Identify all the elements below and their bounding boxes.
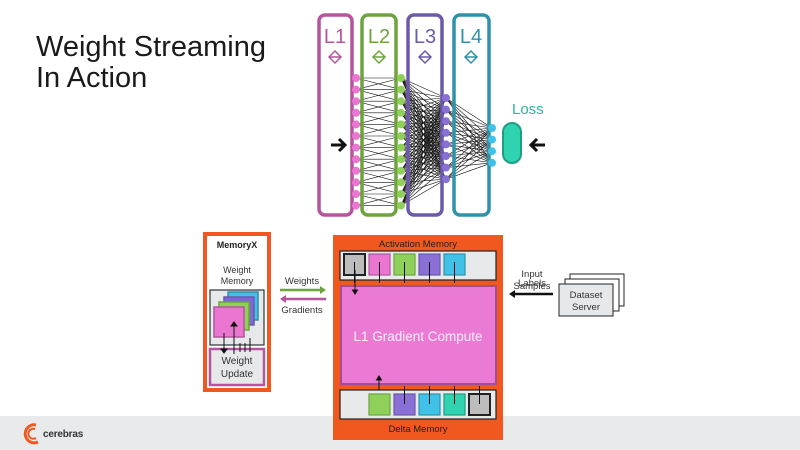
layer-l2-label: L2 — [368, 26, 390, 48]
neuron-node-l3 — [442, 163, 450, 172]
neuron-node-l2 — [397, 201, 405, 210]
neuron-node-l1 — [352, 190, 360, 198]
loss-arrow-icon — [528, 137, 545, 153]
layer-l3-box — [406, 13, 444, 217]
activation-memory-tiles — [343, 253, 466, 283]
samples-label: Samples — [514, 281, 551, 292]
neuron-node-l2 — [397, 178, 405, 187]
neuron-node-l3 — [442, 140, 450, 149]
layer-l3-diamond-icon — [417, 49, 433, 65]
neuron-node-l1 — [352, 74, 360, 82]
neuron-node-l2 — [397, 74, 405, 82]
neuron-node-l3 — [442, 105, 450, 114]
loss-label: Loss — [512, 101, 544, 118]
neuron-node-l1 — [352, 166, 360, 175]
neuron-node-l2 — [397, 190, 405, 198]
cerebras-logo-icon — [23, 423, 39, 445]
neuron-node-l2 — [397, 120, 405, 129]
gradients-arrow-icon — [280, 295, 326, 303]
layer-l1-diamond-icon — [327, 49, 343, 65]
dataset-server-box — [558, 283, 614, 317]
dataset-arrow-icon — [509, 290, 553, 298]
neuron-node-l1 — [352, 178, 360, 187]
dataset-server-label-2: Server — [572, 302, 600, 313]
cerebras-logo-text: cerebras — [43, 428, 84, 440]
neuron-node-l4 — [488, 158, 496, 167]
delta-tile — [368, 393, 391, 416]
neuron-node-l3 — [442, 175, 450, 184]
dataset-server-label-1: Dataset — [570, 290, 603, 301]
delta-memory-tiles — [368, 386, 491, 416]
network-nodes — [352, 74, 496, 210]
delta-memory-label: Delta Memory — [388, 424, 447, 435]
neuron-node-l2 — [397, 97, 405, 106]
layer-l2-box — [360, 13, 398, 217]
weight-tile-l1 — [213, 306, 245, 338]
weights-arrow-icon — [280, 286, 326, 294]
neuron-node-l3 — [442, 128, 450, 137]
neuron-node-l2 — [397, 155, 405, 164]
weights-label: Weights — [285, 276, 319, 287]
layer-l1-label: L1 — [324, 26, 346, 48]
neuron-node-l2 — [397, 132, 405, 140]
weight-memory-label-2: Memory — [221, 276, 254, 286]
memoryx-title: MemoryX — [217, 240, 258, 250]
weight-memory-label-1: Weight — [223, 265, 251, 275]
neuron-node-l2 — [397, 143, 405, 152]
layer-l4-diamond-icon — [463, 49, 479, 65]
neuron-node-l1 — [352, 108, 360, 117]
weight-update-box — [208, 347, 266, 387]
neuron-node-l1 — [352, 155, 360, 164]
neuron-node-l1 — [352, 120, 360, 129]
neuron-node-l2 — [397, 108, 405, 117]
slide-title-line-1: Weight Streaming — [36, 31, 266, 63]
gradient-compute-box — [340, 285, 497, 385]
network-connections — [355, 77, 493, 206]
layer-l4-label: L4 — [460, 26, 482, 48]
neuron-node-l2 — [397, 166, 405, 175]
activation-memory-label: Activation Memory — [379, 239, 457, 250]
input-label: Input — [521, 269, 542, 280]
neuron-node-l1 — [352, 97, 360, 106]
layer-l4-box — [452, 13, 491, 217]
gradient-compute-label: L1 Gradient Compute — [353, 329, 482, 344]
slide-title-line-2: In Action — [36, 62, 148, 94]
weight-update-label-2: Update — [221, 369, 254, 380]
layer-l3-label: L3 — [414, 26, 436, 48]
neuron-node-l3 — [442, 152, 450, 160]
layer-l2-diamond-icon — [371, 49, 387, 65]
neuron-node-l1 — [352, 201, 360, 210]
neuron-node-l4 — [488, 147, 496, 156]
gradients-label: Gradients — [281, 305, 322, 316]
neuron-node-l1 — [352, 132, 360, 140]
neuron-node-l2 — [397, 85, 405, 94]
neuron-node-l4 — [488, 124, 496, 132]
weight-update-label-1: Weight — [222, 356, 253, 367]
neuron-node-l3 — [442, 117, 450, 126]
cerebras-logo: cerebras — [22, 423, 84, 445]
slide-title: Weight Streaming In Action — [36, 32, 266, 94]
layer-l1-box — [317, 13, 354, 217]
weight-update-arrows — [220, 321, 251, 354]
neuron-node-l1 — [352, 143, 360, 152]
input-arrow-icon — [331, 137, 348, 153]
loss-node — [502, 122, 522, 164]
neuron-node-l3 — [442, 94, 450, 102]
neuron-node-l1 — [352, 85, 360, 94]
neuron-node-l4 — [488, 135, 496, 144]
labels-label: Labels — [518, 278, 546, 289]
